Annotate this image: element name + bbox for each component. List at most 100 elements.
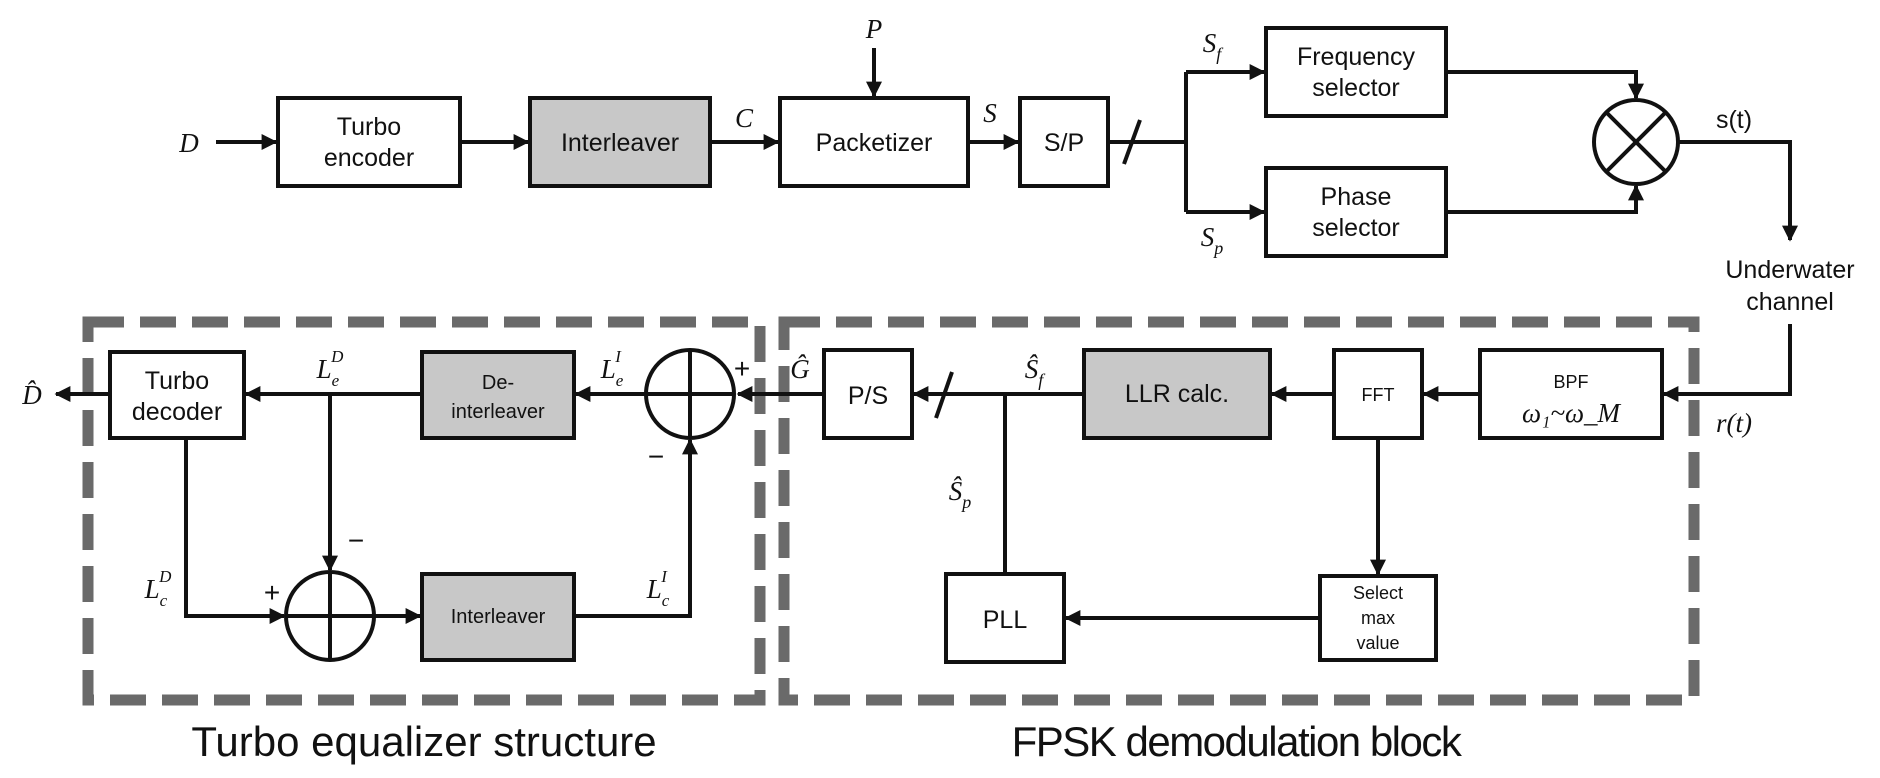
svg-text:LcD: LcD [144, 567, 173, 610]
signal-sp-label: Sp [1201, 222, 1224, 258]
fft-block: FFT [1332, 348, 1424, 440]
bus-slash-tx [1122, 119, 1142, 165]
arrow-channel-to-bpf [1662, 324, 1792, 402]
lc-i-sub: c [662, 591, 670, 610]
bpf-range-label: ω₁~ω_M [1522, 398, 1622, 428]
svg-text:Ŝf: Ŝf [1025, 354, 1047, 390]
svg-text:LcI: LcI [646, 567, 670, 610]
select-max-block: Select max value [1318, 574, 1438, 662]
bpf-label: BPF [1553, 372, 1588, 392]
pll-label: PLL [983, 606, 1028, 634]
svg-text:Sp: Sp [1201, 222, 1224, 258]
underwater-channel-line-1: Underwater [1725, 256, 1854, 284]
interleaver-rx-label: Interleaver [451, 606, 546, 628]
arrow-mixer-to-channel [1678, 140, 1798, 242]
lc-d-main: L [144, 574, 160, 604]
arrow-phase-to-mixer [1446, 184, 1644, 214]
fpsk-demodulation-border [778, 316, 1700, 706]
select-max-line-1: Select [1353, 583, 1403, 603]
select-max-line-2: max [1361, 608, 1395, 628]
signal-d-label: D [178, 128, 199, 158]
signal-lc-d-label: LcD [144, 567, 173, 610]
sf-hat-main: Ŝ [1025, 354, 1039, 384]
sp-sub: p [1212, 238, 1223, 258]
packetizer-label: Packetizer [816, 129, 933, 157]
le-i-sub: e [616, 371, 624, 390]
turbo-encoder-block: Turbo encoder [276, 96, 462, 188]
frequency-selector-block: Frequency selector [1264, 26, 1448, 118]
signal-sf-hat-label: Ŝf [1025, 354, 1047, 390]
arrow-freq-to-mixer [1446, 70, 1644, 100]
caption-turbo-equalizer: Turbo equalizer structure [191, 718, 656, 765]
signal-s-label: S [983, 98, 997, 128]
ps-label: P/S [848, 382, 888, 410]
interleaver-tx-block: Interleaver [528, 96, 712, 188]
deinterleaver-line-1: De- [482, 372, 514, 394]
underwater-channel-label: Underwater channel [1725, 256, 1854, 316]
signal-rt-label: r(t) [1716, 408, 1752, 438]
turbo-encoder-line-2: encoder [324, 144, 414, 172]
interleaver-rx-block: Interleaver [420, 572, 576, 662]
fpsk-demodulation-block: r(t) BPF ω₁~ω_M FFT LLR calc. Ŝf P/S [822, 324, 1792, 664]
signal-le-d-label: LeD [316, 347, 345, 390]
turbo-encoder-line-1: Turbo [337, 113, 401, 141]
le-i-main: L [600, 354, 616, 384]
signal-st-label: s(t) [1716, 106, 1752, 134]
fft-label: FFT [1362, 385, 1395, 405]
summer-top [644, 348, 736, 440]
frequency-selector-line-2: selector [1312, 74, 1400, 102]
summer-top-minus: − [648, 441, 664, 472]
multiplier-mixer [1592, 98, 1680, 186]
lc-d-sup: D [158, 567, 172, 586]
turbo-equalizer-border [82, 316, 766, 706]
turbo-decoder-line-1: Turbo [145, 367, 209, 395]
summer-bottom-plus: + [264, 577, 280, 608]
sp-main: S [1201, 222, 1215, 252]
sp-label: S/P [1044, 129, 1084, 157]
svg-text:Ŝp: Ŝp [949, 476, 972, 512]
svg-text:Sf: Sf [1203, 28, 1225, 64]
sf-hat-sub: f [1038, 370, 1046, 390]
lc-d-sub: c [160, 591, 168, 610]
signal-lc-i-label: LcI [646, 567, 670, 610]
sp-hat-sub: p [960, 492, 971, 512]
bus-slash-rx [934, 371, 954, 419]
ps-block: P/S [822, 348, 914, 440]
signal-sp-hat-label: Ŝp [949, 476, 972, 512]
signal-sf-label: Sf [1203, 28, 1225, 64]
sf-main: S [1203, 28, 1217, 58]
interleaver-tx-label: Interleaver [561, 129, 679, 157]
turbo-decoder-block: Turbo decoder [108, 350, 246, 440]
lc-i-main: L [646, 574, 662, 604]
summer-bottom-minus: − [348, 525, 364, 556]
le-d-sub: e [332, 371, 340, 390]
packetizer-block: Packetizer [778, 96, 970, 188]
sp-hat-main: Ŝ [949, 476, 963, 506]
arrow-interleaver-rx-to-summer-top [574, 438, 698, 618]
signal-c-label: C [735, 103, 754, 133]
svg-text:LeI: LeI [600, 347, 624, 390]
turbo-equalizer-block: Ĝ + − LeI De- interleaver LeD − Turbo de… [21, 347, 824, 662]
le-i-sup: I [614, 347, 622, 366]
bpf-block: BPF ω₁~ω_M [1478, 348, 1664, 440]
svg-text:LeD: LeD [316, 347, 345, 390]
signal-p-label: P [865, 14, 883, 44]
transmitter-chain: D Turbo encoder Interleaver C P Packetiz… [178, 14, 1854, 316]
summer-top-plus: + [734, 353, 750, 384]
le-d-main: L [316, 354, 332, 384]
summer-bottom [284, 570, 376, 662]
signal-g-hat-label: Ĝ [790, 354, 810, 384]
le-d-sup: D [330, 347, 344, 366]
lc-i-sup: I [660, 567, 668, 586]
signal-le-i-label: LeI [600, 347, 624, 390]
arrow-decoder-to-summer-bottom [184, 438, 286, 624]
deinterleaver-line-2: interleaver [451, 401, 545, 423]
llr-calc-block: LLR calc. [1082, 348, 1272, 440]
deinterleaver-block: De- interleaver [420, 350, 576, 440]
sp-block: S/P [1018, 96, 1110, 188]
phase-selector-line-2: selector [1312, 214, 1400, 242]
signal-d-hat-label: D̂ [21, 380, 42, 410]
llr-calc-label: LLR calc. [1125, 380, 1229, 408]
phase-selector-block: Phase selector [1264, 166, 1448, 258]
